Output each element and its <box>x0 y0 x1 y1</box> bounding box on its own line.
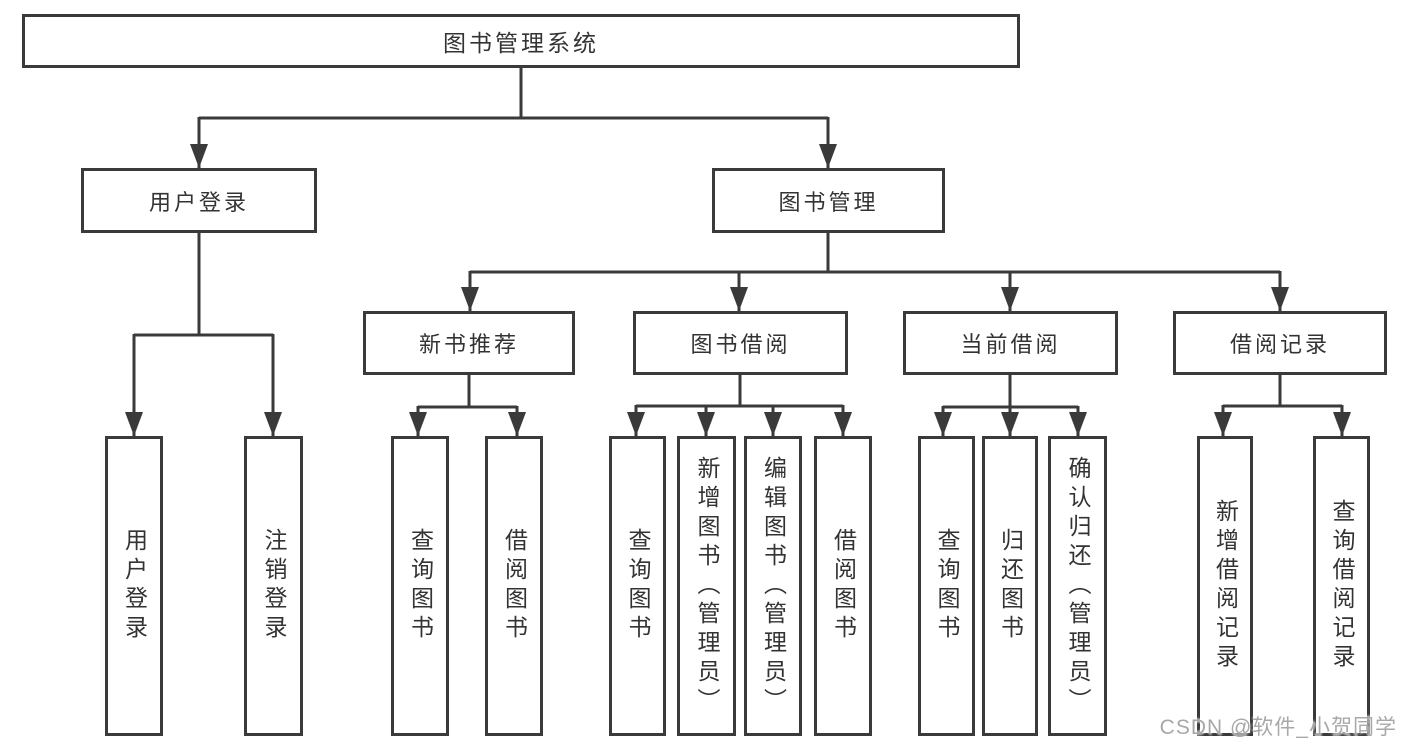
arrow-down-icon <box>508 412 526 436</box>
arrow-down-icon <box>730 287 748 311</box>
leaf-borrow-books-recommend: 借阅图书 <box>485 436 543 736</box>
arrow-down-icon <box>934 412 952 436</box>
node-root-title: 图书管理系统 <box>22 14 1020 68</box>
leaf-add-borrow-record: 新增借阅记录 <box>1197 436 1253 736</box>
arrow-down-icon <box>1333 412 1351 436</box>
leaf-query-borrow-record: 查询借阅记录 <box>1313 436 1370 736</box>
connector-line-group <box>132 68 1344 436</box>
leaf-edit-books-admin: 编辑图书（管理员） <box>744 436 802 736</box>
leaf-query-books-current: 查询图书 <box>918 436 975 736</box>
node-current-borrow: 当前借阅 <box>903 311 1118 375</box>
node-user-login: 用户登录 <box>81 168 317 233</box>
node-book-borrow: 图书借阅 <box>633 311 848 375</box>
arrow-down-icon <box>834 412 852 436</box>
node-book-management: 图书管理 <box>712 168 945 233</box>
connector-root-to-level2 <box>197 68 830 168</box>
leaf-logout: 注销登录 <box>244 436 303 736</box>
arrow-down-icon <box>697 412 715 436</box>
arrow-down-icon <box>409 412 427 436</box>
leaf-return-books: 归还图书 <box>982 436 1038 736</box>
arrow-down-icon <box>1069 412 1087 436</box>
leaf-add-books-admin: 新增图书（管理员） <box>677 436 736 736</box>
arrow-down-icon <box>461 287 479 311</box>
leaf-query-books-borrow: 查询图书 <box>609 436 666 736</box>
connector-newbooks-to-leaves <box>416 375 519 436</box>
leaf-borrow-books: 借阅图书 <box>814 436 872 736</box>
arrow-down-icon <box>1214 412 1232 436</box>
arrow-down-icon <box>819 144 837 168</box>
arrow-down-icon <box>125 412 143 436</box>
connector-bookborrow-to-leaves <box>634 375 845 436</box>
node-new-book-recommend: 新书推荐 <box>363 311 575 375</box>
leaf-confirm-return-admin: 确认归还（管理员） <box>1048 436 1107 736</box>
arrow-down-icon <box>764 412 782 436</box>
arrowhead-group <box>125 144 1351 436</box>
watermark-text: CSDN @软件_小贺同学 <box>1159 716 1397 739</box>
arrow-down-icon <box>1001 412 1019 436</box>
leaf-user-login: 用户登录 <box>105 436 163 736</box>
node-borrow-records: 借阅记录 <box>1173 311 1387 375</box>
arrow-down-icon <box>190 144 208 168</box>
arrow-down-icon <box>264 412 282 436</box>
connector-bookmgmt-to-level3 <box>468 233 1282 311</box>
arrow-down-icon <box>1001 287 1019 311</box>
leaf-query-books-recommend: 查询图书 <box>391 436 449 736</box>
connector-userlogin-to-leaves <box>132 233 275 436</box>
arrow-down-icon <box>1271 287 1289 311</box>
connector-borrowrecords-to-leaves <box>1221 375 1344 436</box>
arrow-down-icon <box>627 412 645 436</box>
